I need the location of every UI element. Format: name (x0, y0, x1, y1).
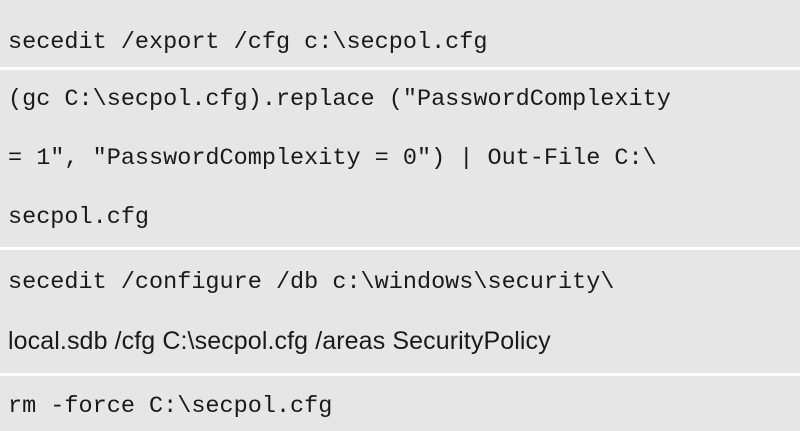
command-line: secedit /export /cfg c:\secpol.cfg (8, 29, 488, 56)
command-line: local.sdb /cfg C:\secpol.cfg /areas Secu… (8, 327, 551, 355)
command-line: (gc C:\secpol.cfg).replace ("PasswordCom… (8, 86, 671, 113)
command-row-replace: (gc C:\secpol.cfg).replace ("PasswordCom… (0, 70, 800, 247)
command-line: secedit /configure /db c:\windows\securi… (8, 269, 615, 296)
command-line: = 1", "PasswordComplexity = 0") | Out-Fi… (8, 145, 657, 172)
command-line: secpol.cfg (8, 204, 150, 231)
command-line: rm -force C:\secpol.cfg (8, 393, 333, 420)
command-row-export: secedit /export /cfg c:\secpol.cfg (0, 0, 800, 67)
command-row-remove: rm -force C:\secpol.cfg (0, 376, 800, 431)
command-row-configure: secedit /configure /db c:\windows\securi… (0, 250, 800, 373)
